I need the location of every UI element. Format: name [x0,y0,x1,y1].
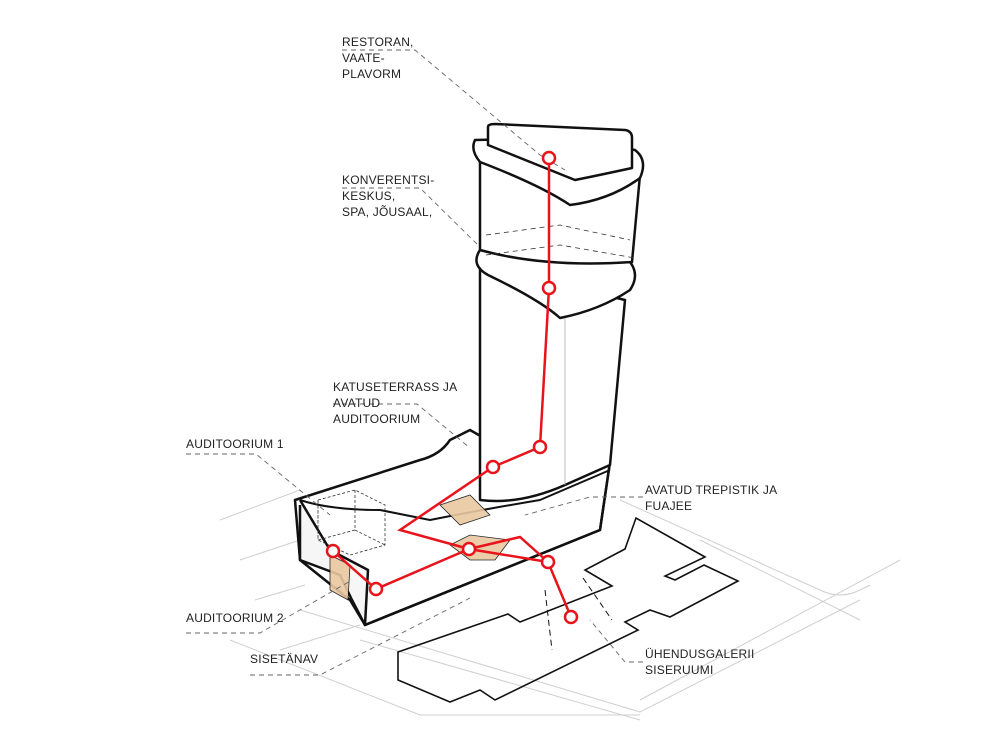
label-line: VAATE- [342,51,385,65]
label-line: AUDITOORIUM 1 [186,437,284,451]
route-node [532,439,548,455]
site-context [219,489,901,721]
label-line: SPA, JÕUSAAL, [342,205,433,219]
label-line: AVATUD [333,396,381,410]
tower [472,122,645,503]
label-line: RESTORAN, [342,35,414,49]
label-auditoorium-1: AUDITOORIUM 1 [186,436,284,452]
label-line: PLAVORM [342,67,402,81]
label-line: AUDITOORIUM 2 [186,611,284,625]
route-node [541,280,557,296]
label-uhendusgalerii: ÜHENDUSGALERII SISERUUMI [645,646,755,678]
label-line: KATUSETERRASS JA [333,380,458,394]
label-auditoorium-2: AUDITOORIUM 2 [186,610,284,626]
label-line: AVATUD TREPISTIK JA [645,483,778,497]
label-katuseterrass: KATUSETERRASS JA AVATUD AUDITOORIUM [333,379,457,427]
route-node [325,543,341,559]
label-line: SISETÄNAV [250,652,319,666]
gallery-footprint [397,516,740,703]
route-node [485,459,501,475]
tower-dashed-floor [485,224,636,259]
label-line: ÜHENDUSGALERII [645,647,755,661]
label-line: KESKUS, [342,189,396,203]
route-node [541,150,557,166]
label-trepistik: AVATUD TREPISTIK JA FUAJEE [645,482,777,514]
route-nodes [325,150,579,625]
leader-lines [186,49,643,676]
label-restoran: RESTORAN, VAATE- PLAVORM [342,34,414,82]
label-line: AUDITOORIUM [333,412,421,426]
label-line: KONVERENTSI- [342,173,435,187]
label-line: SISERUUMI [645,663,714,677]
label-konverentsikeskus: KONVERENTSI- KESKUS, SPA, JÕUSAAL, [342,172,434,220]
auditorium-box [317,489,386,556]
label-line: FUAJEE [645,499,693,513]
route-node [461,541,477,557]
route-node [540,554,556,570]
label-sisetanav: SISETÄNAV [250,651,318,667]
route-node [563,609,579,625]
route-node [368,581,384,597]
